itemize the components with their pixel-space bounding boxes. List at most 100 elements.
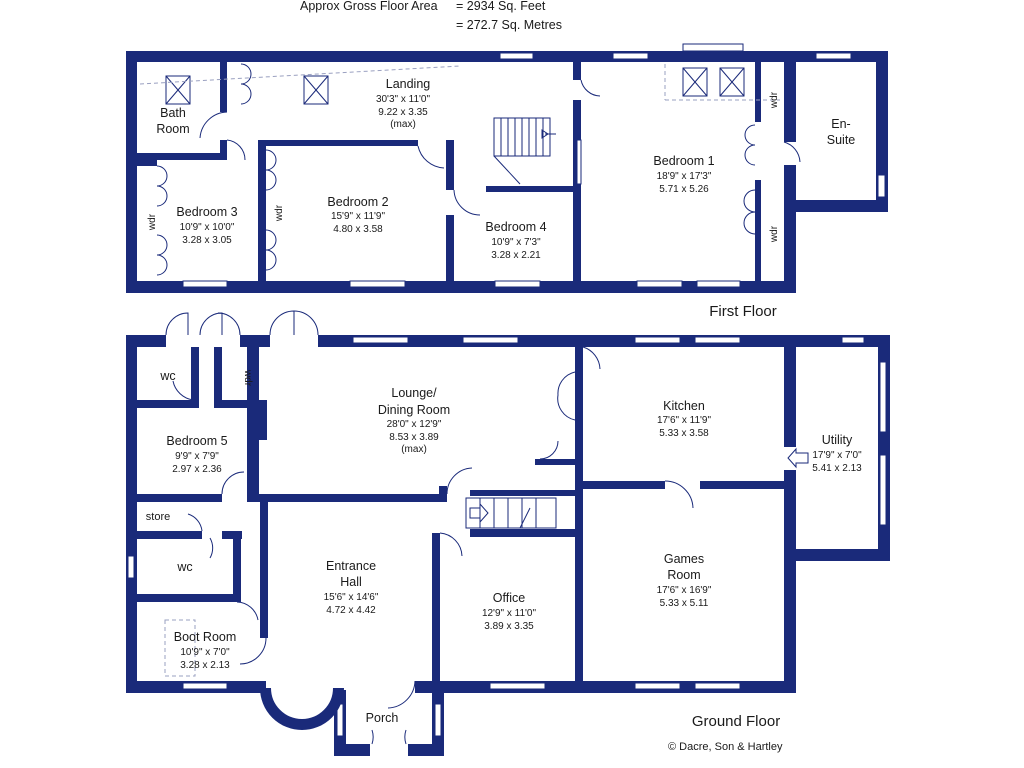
door xyxy=(783,141,801,163)
door xyxy=(557,371,576,421)
wall xyxy=(222,531,242,539)
wall xyxy=(137,400,199,408)
room-dims-metric: 5.33 x 5.11 xyxy=(660,598,709,609)
area-sqm: = 272.7 Sq. Metres xyxy=(456,18,562,32)
window xyxy=(877,174,886,198)
door xyxy=(539,440,559,460)
window xyxy=(182,280,228,288)
window xyxy=(352,336,409,344)
room-dims-imperial: 9'9" x 7'9" xyxy=(175,451,219,462)
room-name: Entrance xyxy=(326,559,376,573)
door xyxy=(387,680,416,709)
room-dims-imperial: 10'9" x 7'3" xyxy=(491,237,541,248)
room-name: Room xyxy=(156,122,189,136)
room-name: Games xyxy=(664,552,704,566)
wall xyxy=(784,347,796,447)
door xyxy=(172,380,194,401)
door xyxy=(580,79,601,97)
room-dims-imperial: 28'0" x 12'9" xyxy=(387,419,442,430)
room-dims-imperial: 10'9" x 7'0" xyxy=(180,647,230,658)
room-dims-imperial: 15'9" x 11'9" xyxy=(331,211,386,222)
room-name: Dining Room xyxy=(378,403,450,417)
room-dims-imperial: 17'9" x 7'0" xyxy=(812,450,862,461)
door xyxy=(582,346,601,370)
area-header: Approx Gross Floor Area = 2934 Sq. Feet … xyxy=(300,0,562,32)
wall xyxy=(137,594,237,602)
wardrobe-door xyxy=(156,165,168,207)
door xyxy=(187,513,203,532)
room-dims-imperial: 15'6" x 14'6" xyxy=(324,592,379,603)
wall xyxy=(573,100,581,281)
wall xyxy=(796,549,890,561)
door xyxy=(199,312,223,336)
entrance-arrow xyxy=(787,447,809,469)
wardrobe-door xyxy=(265,229,277,271)
door xyxy=(453,189,481,216)
room-dims-metric: 5.33 x 3.58 xyxy=(659,428,709,439)
room-name: Bath xyxy=(160,106,186,120)
door xyxy=(239,637,267,665)
room-dims-metric: 3.28 x 2.13 xyxy=(180,660,230,671)
window xyxy=(434,703,442,737)
wall xyxy=(784,470,796,693)
door xyxy=(446,467,473,495)
room-name: Suite xyxy=(827,133,856,147)
door xyxy=(269,310,295,336)
room-dims-metric: 3.89 x 3.35 xyxy=(484,621,534,632)
wardrobe-label: wdr xyxy=(242,369,253,387)
room-dims-metric: 5.71 x 5.26 xyxy=(659,184,709,195)
room-name: store xyxy=(146,511,170,523)
wall xyxy=(137,153,227,160)
room-name: wc xyxy=(159,369,175,383)
wall xyxy=(126,335,166,347)
window xyxy=(489,682,546,690)
bay-window xyxy=(260,687,344,730)
staircase xyxy=(493,117,556,185)
wall xyxy=(126,281,796,293)
window xyxy=(127,555,135,579)
window xyxy=(879,454,887,526)
room-name: Bedroom 3 xyxy=(176,205,237,219)
window xyxy=(634,336,681,344)
door xyxy=(417,145,445,169)
copyright: © Dacre, Son & Hartley xyxy=(668,741,783,753)
wall xyxy=(233,531,241,602)
wall xyxy=(260,502,268,638)
wall xyxy=(247,347,259,497)
wardrobe-label: wdr xyxy=(274,204,285,222)
door xyxy=(199,111,228,139)
door xyxy=(165,312,189,336)
wall xyxy=(700,481,790,489)
cupboard-door xyxy=(240,63,252,105)
wall xyxy=(334,744,370,756)
door xyxy=(293,310,319,336)
room-name: Boot Room xyxy=(174,630,237,644)
door xyxy=(664,480,694,509)
boot-room-bench xyxy=(164,619,196,677)
window xyxy=(499,52,534,60)
wardrobe-door xyxy=(744,124,756,166)
skylight xyxy=(303,75,329,105)
room-name: wc xyxy=(176,560,192,574)
room-name: Porch xyxy=(366,711,399,725)
wall xyxy=(786,335,890,347)
wall xyxy=(470,529,580,537)
staircase xyxy=(465,497,557,529)
wall xyxy=(257,400,267,440)
wall xyxy=(137,160,157,166)
wall xyxy=(126,335,137,693)
wardrobe-label: wdr xyxy=(147,213,158,231)
door xyxy=(226,139,246,161)
wall xyxy=(191,347,199,407)
wall xyxy=(470,490,580,496)
room-name: Lounge/ xyxy=(391,386,437,400)
door xyxy=(221,471,245,495)
wall xyxy=(126,51,137,293)
room-name: Bedroom 4 xyxy=(485,220,546,234)
window xyxy=(494,280,541,288)
wall xyxy=(784,165,796,205)
room-dims-imperial: 18'9" x 17'3" xyxy=(657,171,712,182)
floor-label-ground: Ground Floor xyxy=(692,713,780,730)
wall xyxy=(755,180,761,281)
